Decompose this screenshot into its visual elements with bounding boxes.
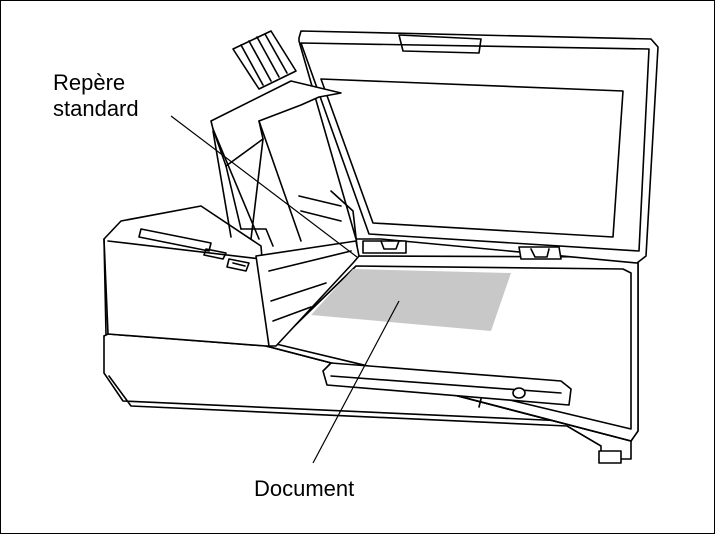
reference-mark-label-line1: Repère — [53, 70, 126, 95]
document-tray — [210, 80, 342, 167]
rear-port — [598, 450, 622, 464]
power-indicator — [512, 387, 526, 399]
document-sheet — [311, 269, 511, 331]
lid-hinge-right — [518, 246, 562, 260]
reference-mark-leader — [170, 115, 358, 258]
tray-extension — [232, 30, 297, 90]
feeder-housing — [103, 205, 270, 347]
reference-mark-label-line2: standard — [53, 96, 139, 121]
document-leader — [312, 300, 400, 464]
document-callout: Document — [254, 476, 355, 501]
reference-mark-callout: Repère standard — [53, 70, 139, 122]
scanner-base — [103, 335, 632, 460]
open-lid — [298, 30, 659, 264]
lid-hinge-left — [362, 240, 407, 254]
